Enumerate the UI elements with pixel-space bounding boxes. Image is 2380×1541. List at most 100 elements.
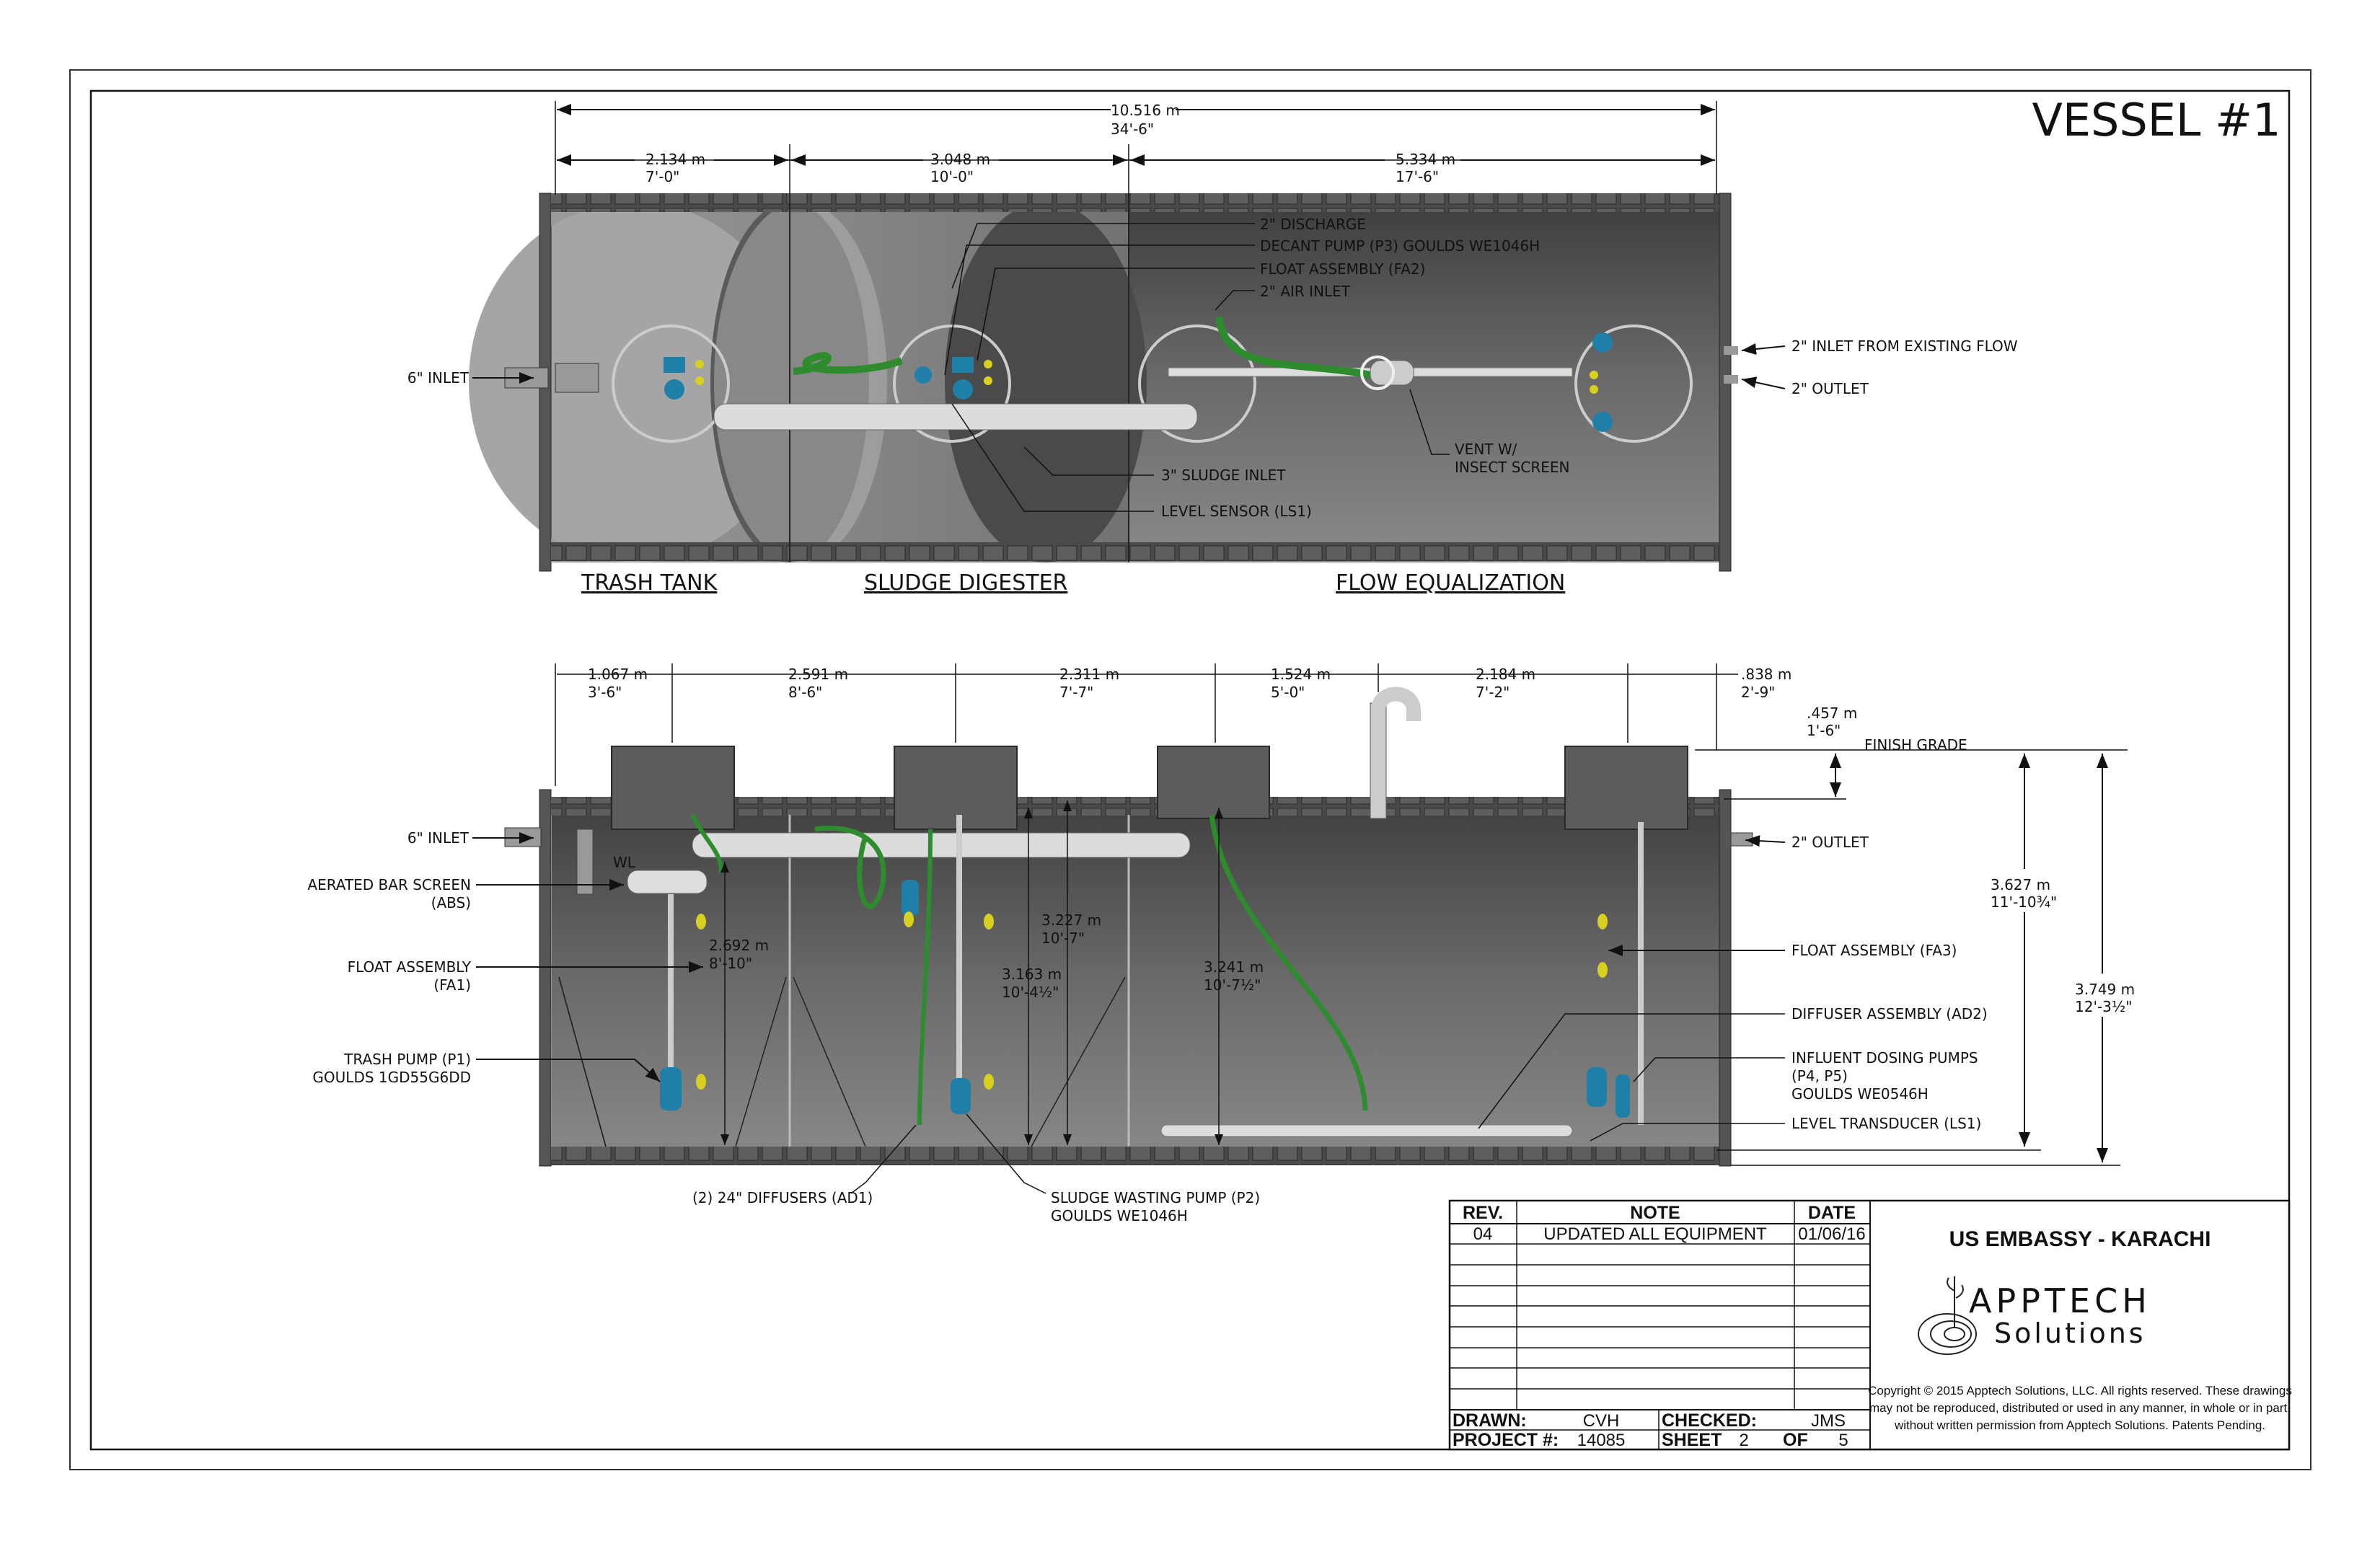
dim-metric: 3.048 m	[930, 151, 990, 168]
callout-sludge-pump: SLUDGE WASTING PUMP (P2)	[1051, 1189, 1260, 1206]
callout-vent: VENT W/	[1455, 441, 1517, 458]
callout-ad1: (2) 24" DIFFUSERS (AD1)	[692, 1189, 873, 1206]
outer-border	[69, 69, 2311, 1470]
project-number: 14085	[1577, 1431, 1626, 1450]
dim-metric: 2.134 m	[645, 151, 705, 168]
depth-metric: 2.692 m	[709, 937, 769, 954]
dim-metric: 1.524 m	[1271, 666, 1331, 683]
aerated-bar-screen	[627, 870, 708, 894]
water-level-marker: WL	[613, 854, 636, 871]
sheet-number: 2	[1739, 1431, 1748, 1450]
depth-imperial: 10'-4½"	[1002, 984, 1059, 1001]
of-label: OF	[1783, 1430, 1808, 1450]
apptech-logo: APPTECH Solutions	[1918, 1276, 2151, 1355]
callout-vent-2: INSECT SCREEN	[1455, 459, 1570, 476]
dim-imperial: 17'-6"	[1396, 168, 1439, 185]
project-label: PROJECT #:	[1453, 1430, 1559, 1450]
callout-inlet: 6" INLET	[407, 829, 470, 847]
callout-outlet: 2" OUTLET	[1791, 380, 1869, 397]
revision-date: 01/06/16	[1798, 1224, 1865, 1244]
callout-fa1: FLOAT ASSEMBLY	[348, 958, 472, 976]
callout-decant-pump: DECANT PUMP (P3) GOULDS WE1046H	[1260, 237, 1540, 255]
depth-metric: 3.749 m	[2075, 981, 2135, 998]
sheet-label: SHEET	[1662, 1430, 1722, 1450]
dim-imperial: 10'-0"	[930, 168, 974, 185]
copyright-line: may not be reproduced, distributed or us…	[1869, 1401, 2291, 1415]
callout-float-fa2: FLOAT ASSEMBLY (FA2)	[1260, 260, 1425, 278]
callout-trash-pump: TRASH PUMP (P1)	[343, 1051, 471, 1068]
logo-text: APPTECH	[1969, 1281, 2151, 1320]
inlet-pipe	[555, 363, 599, 393]
dim-imperial: 2'-9"	[1741, 684, 1775, 701]
drawn-by: CVH	[1583, 1411, 1620, 1431]
sheet-title: VESSEL #1	[2032, 94, 2280, 146]
callout-level-sensor: LEVEL SENSOR (LS1)	[1161, 503, 1312, 520]
callout-outlet: 2" OUTLET	[1791, 834, 1869, 851]
pumps	[660, 880, 1630, 1118]
section-trash-tank: TRASH TANK	[581, 570, 718, 596]
dim-imperial: 7'-2"	[1476, 684, 1509, 701]
callout-trash-pump-2: GOULDS 1GD55G6DD	[312, 1069, 471, 1086]
dim-imperial: 7'-0"	[645, 168, 679, 185]
revision-note: UPDATED ALL EQUIPMENT	[1543, 1224, 1767, 1244]
dim-metric: .838 m	[1741, 666, 1791, 683]
copyright-line: without written permission from Apptech …	[1894, 1418, 2265, 1432]
depth-metric: 3.227 m	[1041, 911, 1101, 929]
depth-imperial: 11'-10¾"	[1991, 893, 2057, 911]
dim-metric: 1.067 m	[588, 666, 648, 683]
callout-ad2: DIFFUSER ASSEMBLY (AD2)	[1791, 1005, 1988, 1023]
plan-view	[469, 193, 1738, 572]
callout-dosing-pumps-2: (P4, P5)	[1791, 1067, 1848, 1085]
header-rev: REV.	[1463, 1203, 1503, 1223]
sheet-total: 5	[1838, 1431, 1848, 1450]
depth-imperial: 10'-7½"	[1204, 976, 1261, 994]
checked-by: JMS	[1811, 1411, 1846, 1431]
callout-abs-2: (ABS)	[431, 894, 471, 911]
overall-length-metric: 10.516 m	[1111, 102, 1180, 119]
copyright-line: Copyright © 2015 Apptech Solutions, LLC.…	[1868, 1384, 2292, 1398]
callout-inlet: 6" INLET	[407, 369, 470, 387]
dim-imperial: 5'-0"	[1271, 684, 1305, 701]
callout-sludge-inlet: 3" SLUDGE INLET	[1161, 467, 1286, 484]
callout-inlet-existing: 2" INLET FROM EXISTING FLOW	[1791, 337, 2018, 355]
callout-air-inlet: 2" AIR INLET	[1260, 283, 1351, 300]
depth-metric: 3.163 m	[1002, 966, 1062, 983]
elevation-view: WL	[504, 686, 1753, 1167]
callout-abs: AERATED BAR SCREEN	[307, 876, 471, 893]
finish-grade-label: FINISH GRADE	[1864, 736, 1967, 754]
header-date: DATE	[1808, 1203, 1856, 1223]
callout-fa1-2: (FA1)	[433, 976, 471, 994]
section-flow-equalization: FLOW EQUALIZATION	[1336, 570, 1565, 596]
header-note: NOTE	[1630, 1203, 1680, 1223]
depth-metric: 3.627 m	[1991, 876, 2050, 893]
inner-border	[89, 89, 2291, 1451]
dim-imperial: 7'-7"	[1059, 684, 1093, 701]
callout-dosing-pumps-3: GOULDS WE0546H	[1791, 1085, 1929, 1103]
cover-depth-metric: .457 m	[1807, 705, 1857, 722]
dim-metric: 5.334 m	[1396, 151, 1455, 168]
depth-metric: 3.241 m	[1204, 958, 1264, 976]
depth-imperial: 12'-3½"	[2075, 998, 2132, 1015]
pumps	[664, 332, 1613, 432]
dim-imperial: 8'-6"	[788, 684, 822, 701]
callout-sludge-pump-2: GOULDS WE1046H	[1051, 1207, 1188, 1224]
dim-imperial: 3'-6"	[588, 684, 622, 701]
depth-imperial: 8'-10"	[709, 955, 752, 972]
checked-label: CHECKED:	[1662, 1410, 1757, 1431]
callout-discharge: 2" DISCHARGE	[1260, 216, 1366, 233]
hose	[1215, 317, 1371, 379]
logo-subtext: Solutions	[1994, 1317, 2146, 1349]
section-sludge-digester: SLUDGE DIGESTER	[864, 570, 1067, 596]
plan-dimensions: 10.516 m 34'-6" 2.134 m 7'-0" 3.048 m 10…	[555, 101, 1717, 202]
title-block: REV. NOTE DATE 04 UPDATED ALL EQUIPMENT …	[1448, 1199, 2292, 1451]
overall-length-imperial: 34'-6"	[1111, 120, 1154, 138]
plan-callouts: 2" DISCHARGE DECANT PUMP (P3) GOULDS WE1…	[407, 216, 2018, 596]
drawn-label: DRAWN:	[1453, 1410, 1527, 1431]
callout-dosing-pumps: INFLUENT DOSING PUMPS	[1791, 1049, 1978, 1067]
elevation-callouts: 6" INLET 2" OUTLET AERATED BAR SCREEN (A…	[307, 829, 1987, 1224]
client-name: US EMBASSY - KARACHI	[1949, 1227, 2211, 1251]
elevation-dimensions: 1.067 m 3'-6" 2.591 m 8'-6" 2.311 m 7'-7…	[555, 663, 2146, 1166]
floats	[696, 911, 1608, 1090]
dim-metric: 2.591 m	[788, 666, 848, 683]
revision-number: 04	[1473, 1224, 1493, 1244]
